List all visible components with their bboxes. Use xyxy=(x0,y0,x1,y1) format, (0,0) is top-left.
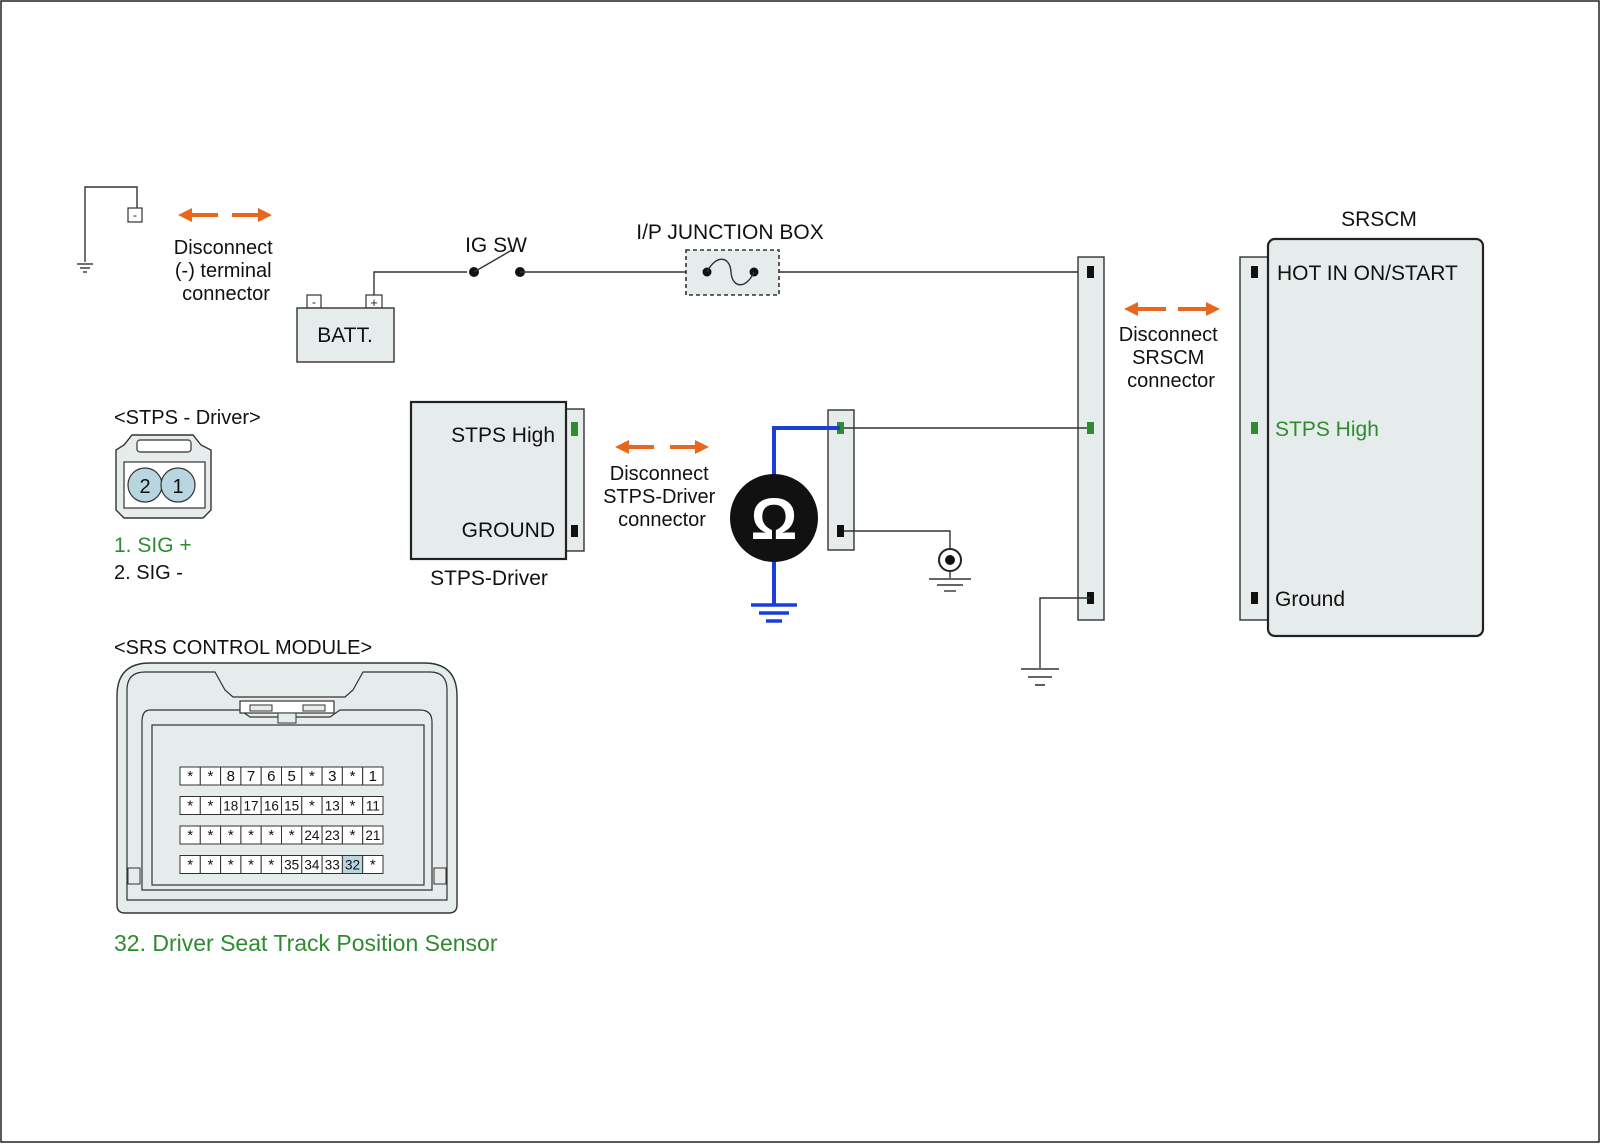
junction-box-fuse xyxy=(685,249,1086,296)
stps-legend-2: 2. SIG - xyxy=(114,562,183,584)
srs-pin-label: * xyxy=(268,857,274,874)
battery-plus-sign: + xyxy=(370,295,378,310)
stps-legend-1: 1. SIG + xyxy=(114,534,192,557)
junction-box-label: I/P JUNCTION BOX xyxy=(636,221,823,244)
srs-pin-label: * xyxy=(268,827,274,844)
srs-pin-cell xyxy=(362,825,384,845)
srs-pin-label: 11 xyxy=(366,799,380,814)
disconnect-note-battery: Disconnect (-) terminal connector xyxy=(174,237,279,305)
srs-pin-cell xyxy=(362,766,384,786)
stps-connector-heading: <STPS - Driver> xyxy=(114,407,261,429)
srs-pin-label: * xyxy=(228,827,234,844)
srs-pin-label: * xyxy=(248,857,254,874)
srs-pin-label: 23 xyxy=(325,828,340,843)
srs-pin-label: * xyxy=(187,768,193,785)
srs-pin-cell xyxy=(362,855,384,874)
srs-pin-label: * xyxy=(350,827,356,844)
srs-pin-label: 32 xyxy=(345,858,360,873)
srs-pin-label: 6 xyxy=(267,768,275,785)
stps-driver-component xyxy=(409,400,585,561)
srs-pin-label: 3 xyxy=(328,768,336,785)
battery: - + BATT. xyxy=(296,271,467,363)
srscm-pin-ground: Ground xyxy=(1275,588,1345,611)
srs-pin-label: * xyxy=(208,798,214,815)
battery-negative-terminal: - xyxy=(84,186,143,262)
srs-pin-label: 34 xyxy=(304,858,320,873)
stps-pin-1: 1 xyxy=(172,476,183,498)
srs-pin-label: * xyxy=(208,827,214,844)
stps-harness-connector xyxy=(827,409,1087,552)
disconnect-note-srscm: Disconnect SRSCM connector xyxy=(1119,324,1224,392)
srs-pin-label: 5 xyxy=(287,768,295,785)
chassis-ground-symbol xyxy=(929,548,971,592)
ohm-symbol: Ω xyxy=(751,487,798,552)
srs-pin-label: * xyxy=(208,768,214,785)
srs-pin-label: 17 xyxy=(244,799,259,814)
ignition-switch xyxy=(469,249,686,277)
srs-pin-label: 15 xyxy=(284,799,299,814)
srscm-harness-connector xyxy=(1077,256,1105,621)
srs-pin-label: 1 xyxy=(369,768,377,785)
srs-pin-label: * xyxy=(309,798,315,815)
srs-pin-label: 7 xyxy=(247,768,255,785)
disconnect-arrows-stps xyxy=(615,440,709,454)
srs-pin-label: 16 xyxy=(264,799,279,814)
stps-driver-pin-high: STPS High xyxy=(451,424,555,447)
srs-pin-label: * xyxy=(370,857,376,874)
disconnect-note-stps: Disconnect STPS-Driver connector xyxy=(603,463,721,531)
stps-driver-box-label: STPS-Driver xyxy=(430,567,548,590)
ohmmeter: Ω xyxy=(730,426,840,623)
battery-minus-sign: - xyxy=(312,295,316,309)
srs-pin-label: 24 xyxy=(304,828,320,843)
srs-pin-label: 33 xyxy=(325,858,340,873)
srs-pin-label: * xyxy=(289,827,295,844)
srs-pin-label: * xyxy=(228,857,234,874)
srs-pin-cell xyxy=(362,796,384,815)
srscm-pin-stps-high: STPS High xyxy=(1275,418,1379,441)
ig-sw-label: IG SW xyxy=(465,234,527,257)
srscm-label: SRSCM xyxy=(1341,208,1417,231)
srs-pin-label: 18 xyxy=(223,799,238,814)
srs-pin-label: * xyxy=(248,827,254,844)
srs-pin-label: * xyxy=(208,857,214,874)
ground-symbol-harness xyxy=(1021,597,1090,686)
battery-label: BATT. xyxy=(317,324,373,347)
srscm-pin-hot: HOT IN ON/START xyxy=(1277,262,1458,285)
srs-pin-label: * xyxy=(350,768,356,785)
srs-pin-label: * xyxy=(309,768,315,785)
negative-terminal-sign: - xyxy=(133,208,137,222)
srs-pin-label: 35 xyxy=(284,858,299,873)
srscm-module xyxy=(1239,237,1485,638)
srs-module-legend: 32. Driver Seat Track Position Sensor xyxy=(114,930,498,956)
stps-driver-pin-ground: GROUND xyxy=(462,519,555,542)
ground-symbol-left xyxy=(77,263,93,273)
disconnect-arrows-srscm xyxy=(1124,302,1220,316)
srs-pin-label: 21 xyxy=(365,828,380,843)
disconnect-arrows-battery xyxy=(178,208,272,222)
stps-pin-2: 2 xyxy=(139,476,150,498)
srs-module-heading: <SRS CONTROL MODULE> xyxy=(114,637,372,659)
srs-pin-label: * xyxy=(350,798,356,815)
srs-pin-label: 13 xyxy=(325,799,340,814)
srs-pin-label: * xyxy=(187,857,193,874)
srs-pin-label: * xyxy=(187,798,193,815)
srs-pin-label: * xyxy=(187,827,193,844)
srs-pin-label: 8 xyxy=(227,768,235,785)
stps-connector-face: 2 1 xyxy=(115,434,212,519)
